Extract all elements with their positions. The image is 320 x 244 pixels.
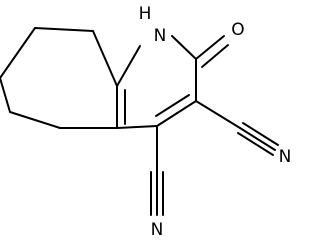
carbonyl-oxygen-label: O xyxy=(231,20,244,40)
bond-c2-o xyxy=(195,35,225,60)
molecule-drawing: H N O N N xyxy=(0,4,292,240)
bond-c2-o-second xyxy=(201,44,229,68)
bond-n1-c2 xyxy=(171,35,197,60)
triple-bond-3-a xyxy=(239,127,276,151)
triple-bond-3-b xyxy=(237,132,274,156)
atom-labels: H N O N N xyxy=(139,4,292,240)
bond-c9-c8 xyxy=(34,27,94,32)
triple-bond-3-c xyxy=(242,122,279,146)
bond-c9a-c9 xyxy=(92,30,118,87)
structure-canvas: H N O N N xyxy=(0,4,292,240)
bond-c3-cn xyxy=(195,100,241,129)
nitrile-nitrogen-label-2: N xyxy=(151,220,164,240)
hydrogen-label: H xyxy=(139,4,152,24)
bond-c9a-n1 xyxy=(116,45,141,87)
bond-c7-c6 xyxy=(0,77,11,113)
bonds xyxy=(0,27,279,216)
nitrile-nitrogen-label-1: N xyxy=(279,147,292,167)
bond-c4-c4a xyxy=(116,125,158,129)
bond-c6-c5 xyxy=(9,111,61,129)
bond-c3-c4-inner xyxy=(155,94,190,117)
bond-c8-c7 xyxy=(0,27,36,79)
bond-c3-c4 xyxy=(156,100,197,127)
ring-nitrogen-label: N xyxy=(154,26,167,46)
